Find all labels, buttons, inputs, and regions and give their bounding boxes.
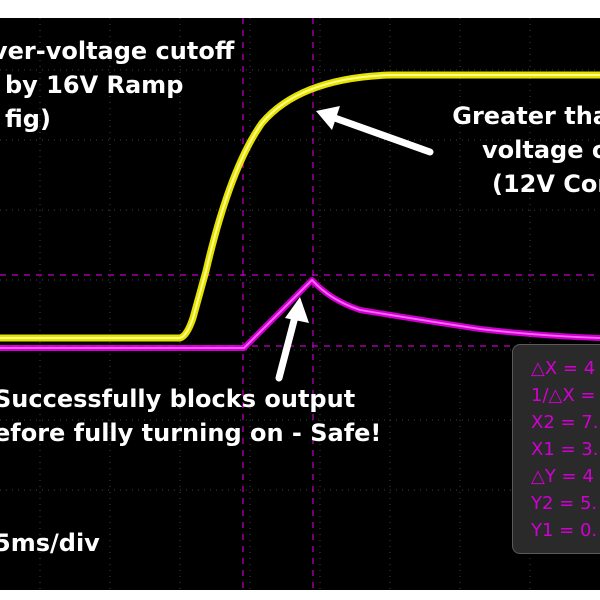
cursor-measurement-panel[interactable]: △X = 4 1/△X = X2 = 7. X1 = 3. △Y = 4 Y2 … bbox=[512, 344, 600, 554]
graticule-grid bbox=[0, 18, 600, 590]
greater-line-2: voltage o bbox=[482, 136, 600, 164]
overvoltage-line-2: by 16V Ramp bbox=[5, 71, 184, 99]
greater-line-3: (12V Cor bbox=[492, 170, 600, 198]
oscilloscope-display: ver-voltage cutoff by 16V Ramp fig) Grea… bbox=[0, 18, 600, 590]
channel1-trace-highlight bbox=[0, 74, 600, 339]
blocks-line-1: Successfully blocks output bbox=[0, 385, 356, 413]
x1-readout: X1 = 3. bbox=[531, 439, 599, 460]
delta-y-readout: △Y = 4 bbox=[531, 466, 594, 487]
overvoltage-line-1: ver-voltage cutoff bbox=[0, 37, 235, 65]
y1-readout: Y1 = 0. bbox=[531, 520, 598, 541]
overvoltage-line-3: fig) bbox=[5, 105, 51, 133]
waveform-canvas bbox=[0, 18, 600, 590]
overvoltage-annotation: ver-voltage cutoff by 16V Ramp fig) bbox=[0, 34, 234, 136]
annotation-arrow-icon bbox=[275, 297, 309, 382]
x2-readout: X2 = 7. bbox=[531, 412, 599, 433]
channel2-trace-highlight bbox=[0, 279, 600, 349]
annotation-arrow-icon bbox=[316, 106, 434, 156]
delta-x-readout: △X = 4 bbox=[531, 358, 596, 379]
blocks-output-annotation: Successfully blocks output efore fully t… bbox=[0, 382, 381, 450]
inverse-delta-x-readout: 1/△X = bbox=[531, 385, 596, 406]
blocks-line-2: efore fully turning on - Safe! bbox=[0, 419, 382, 447]
greater-than-annotation: Greater tha voltage o (12V Cor bbox=[452, 99, 600, 201]
greater-line-1: Greater tha bbox=[452, 102, 600, 130]
timebase-readout: 5ms/div bbox=[0, 529, 100, 557]
y2-readout: Y2 = 5. bbox=[531, 493, 598, 514]
